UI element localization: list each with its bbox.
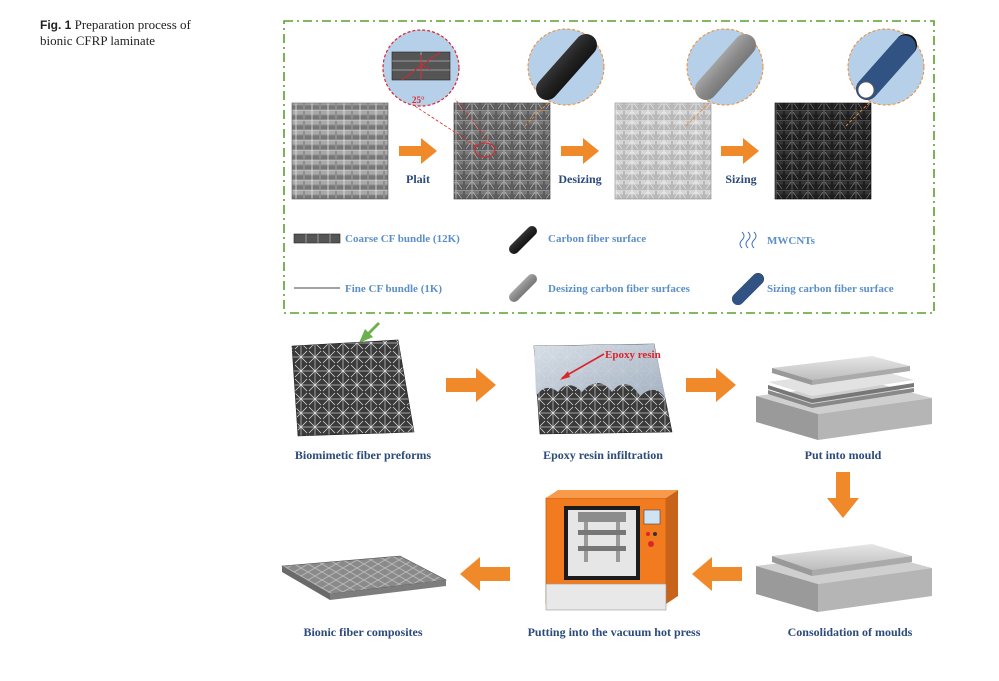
desized-fabric-square — [614, 102, 712, 200]
caption-text-line1: Preparation process of — [74, 17, 191, 32]
step-label-plait: Plait — [406, 172, 430, 186]
step-label-sizing: Sizing — [725, 172, 756, 186]
green-arrow-icon — [359, 322, 380, 343]
label-mould: Put into mould — [805, 448, 882, 462]
consolidated-mould-image — [756, 544, 932, 612]
mwcnts-icon — [739, 231, 757, 249]
bionic-composite-image — [281, 555, 447, 600]
label-composites: Bionic fiber composites — [303, 625, 422, 639]
desized-fiber-magnifier — [686, 28, 764, 106]
legend-mwcnts-label: MWCNTs — [767, 235, 816, 247]
arrow-to-hot-press — [692, 557, 742, 591]
caption-text-line2: bionic CFRP laminate — [40, 33, 156, 48]
arrow-to-consolidation — [827, 472, 859, 518]
plait-magnifier — [382, 29, 460, 107]
arrow-to-composites — [460, 557, 510, 591]
sized-fabric-square — [774, 102, 872, 200]
carbon-fiber-magnifier — [527, 28, 605, 106]
top-panel-border — [283, 20, 935, 314]
coarse-fabric-square — [291, 102, 389, 200]
sized-fiber-magnifier — [847, 28, 925, 106]
legend-coarse-swatch — [293, 233, 341, 244]
legend-sizing-label: Sizing carbon fiber surface — [767, 283, 894, 295]
arrow-to-mould — [686, 368, 736, 402]
plait-callout-ellipse — [474, 142, 496, 158]
angle-label: 25° — [412, 95, 425, 105]
label-preforms: Biomimetic fiber preforms — [295, 448, 432, 462]
legend-sizing-icon — [732, 273, 764, 305]
label-consolidation: Consolidation of moulds — [788, 625, 913, 639]
figure-caption: Fig. 1 Preparation process of bionic CFR… — [40, 17, 270, 49]
step-label-desizing: Desizing — [558, 172, 601, 186]
label-hot-press: Putting into the vacuum hot press — [528, 625, 701, 639]
epoxy-resin-label: Epoxy resin — [605, 349, 661, 361]
legend-desizing-icon — [509, 274, 537, 302]
legend-cf-surface-label: Carbon fiber surface — [548, 233, 646, 245]
label-infiltration: Epoxy resin infiltration — [543, 448, 663, 462]
legend-coarse-label: Coarse CF bundle (12K) — [345, 233, 460, 245]
legend-cf-surface-icon — [509, 226, 537, 254]
plaited-fabric-square — [453, 102, 551, 200]
biomimetic-preform-image — [291, 339, 415, 437]
mould-image — [756, 356, 932, 440]
sizing-arrow — [721, 138, 759, 164]
figure-label: Fig. 1 — [40, 18, 72, 32]
desizing-arrow — [561, 138, 599, 164]
vacuum-hot-press-image — [545, 490, 678, 611]
legend-desizing-label: Desizing carbon fiber surfaces — [548, 283, 691, 295]
arrow-to-infiltration — [446, 368, 496, 402]
plait-arrow — [399, 138, 437, 164]
legend-fine-label: Fine CF bundle (1K) — [345, 283, 442, 295]
epoxy-infiltration-image — [533, 343, 673, 435]
